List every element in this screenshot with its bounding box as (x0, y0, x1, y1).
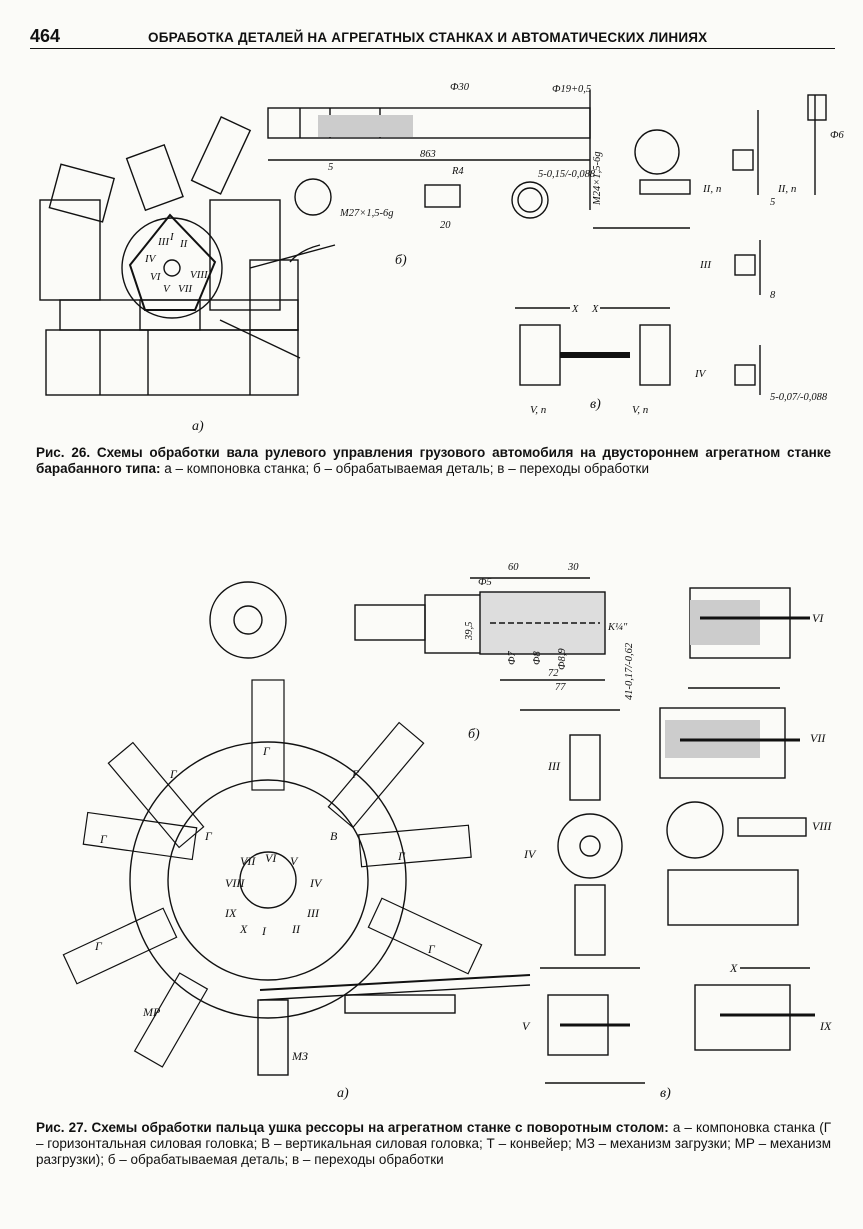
fig27-position: V (290, 854, 299, 868)
fig27-position: III (306, 906, 320, 920)
fig26-dim: X (571, 304, 579, 315)
fig27-transition: III (547, 759, 561, 773)
fig27-transition: IX (819, 1019, 832, 1033)
fig27-label-b: б) (468, 727, 480, 742)
fig27-position: IV (309, 876, 323, 890)
fig27-transition: VII (810, 731, 826, 745)
figure-26-caption-title: Рис. 26. Схемы обработки вала рулевого у… (36, 445, 831, 476)
fig27-position: VI (265, 851, 277, 865)
fig27-transition: X (729, 961, 738, 975)
fig26-dim: Ф30 (450, 82, 470, 93)
fig27-head-label: Г (169, 767, 178, 781)
fig27-head-label: В (330, 829, 338, 843)
fig26-dim: M27×1,5-6g (339, 208, 393, 219)
fig27-dim: 39,5 (464, 622, 475, 641)
fig26-position: III (157, 236, 170, 248)
fig26-workpiece (267, 90, 591, 219)
fig26-position: I (169, 231, 175, 243)
fig27-dim: Ф7 (507, 651, 518, 665)
fig27-dim: 30 (567, 562, 579, 573)
fig26-transition: V, n (530, 404, 547, 416)
fig27-mechanism-label: МЗ (291, 1049, 308, 1063)
fig26-label-v: в) (590, 397, 601, 412)
fig27-position: I (261, 924, 267, 938)
fig27-transition: VIII (812, 819, 832, 833)
fig26-dim: 5 (770, 197, 775, 208)
fig27-head-label: Г (397, 849, 406, 863)
running-title: ОБРАБОТКА ДЕТАЛЕЙ НА АГРЕГАТНЫХ СТАНКАХ … (148, 30, 708, 45)
fig26-dim: 5 (328, 162, 333, 173)
fig26-dim: 863 (420, 149, 436, 160)
fig26-position: V (163, 283, 171, 295)
fig27-dim: 72 (548, 668, 559, 679)
fig26-machine-layout (39, 116, 336, 396)
fig27-dim: Ф5 (478, 577, 492, 588)
fig26-label-a: а) (192, 419, 204, 434)
fig27-head-label: Г (204, 829, 213, 843)
fig26-transition: II, n (777, 183, 797, 195)
figure-27-caption: Рис. 27. Схемы обработки пальца ушка рес… (36, 1120, 831, 1168)
fig27-transition: V (522, 1019, 531, 1033)
fig26-position: VI (150, 271, 162, 283)
fig26-position: IV (144, 253, 157, 265)
fig27-position: X (239, 922, 248, 936)
fig27-label-v: в) (660, 1086, 671, 1101)
fig27-head-label: Г (351, 767, 360, 781)
fig26-dim: Ф19+0,5 (552, 84, 591, 95)
fig27-transition: IV (523, 847, 537, 861)
fig27-head-label: Г (427, 942, 436, 956)
fig27-dim: Ф8,9 (557, 648, 568, 670)
fig26-position: II (179, 238, 189, 250)
fig26-position: VII (178, 283, 193, 295)
fig27-transition: VI (812, 611, 824, 625)
fig26-transitions (515, 94, 827, 395)
fig27-head-label: Г (99, 832, 108, 846)
fig27-transitions (540, 587, 815, 1084)
fig26-dim: 5-0,15/-0,088 (538, 169, 596, 180)
fig27-head-label: Г (94, 939, 103, 953)
fig26-transition: IV (694, 368, 707, 380)
running-header: 464 ОБРАБОТКА ДЕТАЛЕЙ НА АГРЕГАТНЫХ СТАН… (30, 26, 835, 49)
fig27-dim: K¼" (607, 622, 628, 633)
fig26-dim: R4 (451, 166, 464, 177)
fig27-dim: Ф8 (532, 651, 543, 665)
figure-27: а) б) в) 60 30 Ф5 39,5 Ф7 Ф8 Ф8,9 72 77 … (62, 562, 832, 1101)
fig27-position: II (291, 922, 301, 936)
fig26-transition: II, n (702, 183, 722, 195)
figure-26-caption: Рис. 26. Схемы обработки вала рулевого у… (36, 445, 831, 477)
fig27-head-label: Г (262, 744, 271, 758)
fig27-dim: 41-0,17/-0,62 (624, 642, 635, 700)
fig27-position: VIII (225, 876, 245, 890)
figure-26-caption-text: а – компоновка станка; б – обрабатываема… (164, 461, 650, 476)
fig27-dim: 60 (508, 562, 519, 573)
fig27-position: IX (224, 906, 237, 920)
figure-27-caption-text: а – компоновка станка (Г – горизонтальна… (36, 1120, 831, 1167)
fig26-dim: M24×1,5-6g (592, 152, 603, 206)
fig26-dim: 5-0,07/-0,088 (770, 392, 828, 403)
fig27-label-a: а) (337, 1086, 349, 1101)
fig26-dim: 8 (770, 290, 776, 301)
fig26-label-b: б) (395, 253, 407, 268)
fig26-dim: 20 (440, 220, 451, 231)
fig26-transition: III (699, 259, 712, 271)
figure-27-caption-title: Рис. 27. Схемы обработки пальца ушка рес… (36, 1120, 669, 1135)
fig27-mechanism-label: МР (142, 1005, 161, 1019)
fig27-machine-layout (62, 581, 531, 1076)
fig27-dim: 77 (555, 682, 566, 693)
figure-26: а) б) в) Ф30 Ф19+0,5 863 5 R4 M27×1,5-6g… (39, 82, 844, 434)
page-number: 464 (30, 26, 61, 46)
fig26-position: VIII (190, 269, 209, 281)
fig27-workpiece (354, 577, 620, 711)
fig26-dim: X (591, 304, 599, 315)
fig27-position: VII (240, 854, 256, 868)
fig26-dim: Ф6 (830, 130, 844, 141)
fig26-transition: V, n (632, 404, 649, 416)
